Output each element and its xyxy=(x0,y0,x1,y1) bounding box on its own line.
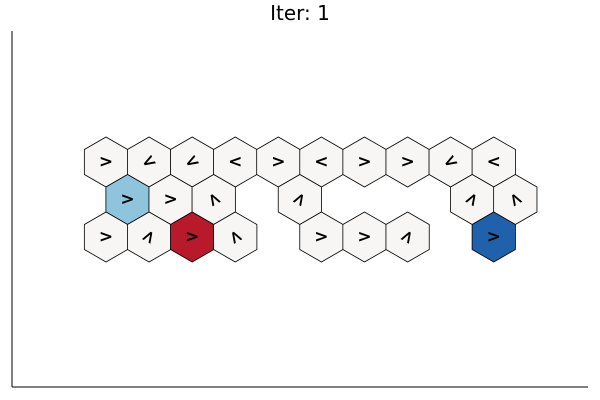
arrow-glyph: > xyxy=(357,152,371,172)
arrow-glyph: > xyxy=(271,152,285,172)
arrow-glyph: > xyxy=(185,227,199,247)
arrow-glyph: > xyxy=(400,152,414,172)
arrow-glyph: < xyxy=(228,152,242,172)
hex-cell xyxy=(385,211,430,263)
arrow-glyph: > xyxy=(99,152,113,172)
hex-cell xyxy=(471,211,516,263)
hex-cells: ><<<><>><<>><>><>>><>>>> xyxy=(83,136,538,263)
arrow-glyph: < xyxy=(487,152,501,172)
hex-cell xyxy=(213,211,258,263)
arrow-glyph: > xyxy=(314,227,328,247)
arrow-glyph: > xyxy=(120,190,134,210)
arrow-glyph: > xyxy=(164,190,178,210)
arrow-glyph: > xyxy=(487,227,501,247)
arrow-glyph: > xyxy=(99,227,113,247)
plot-title: Iter: 1 xyxy=(270,1,330,25)
arrow-glyph: < xyxy=(314,152,328,172)
arrow-glyph: > xyxy=(357,227,371,247)
